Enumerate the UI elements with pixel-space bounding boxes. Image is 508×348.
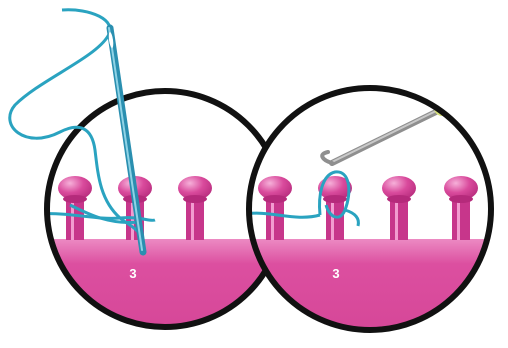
right-peg-number: 3 (332, 266, 339, 281)
left-peg-number: 3 (129, 266, 136, 281)
right-detail-panel: 3 (240, 88, 508, 339)
